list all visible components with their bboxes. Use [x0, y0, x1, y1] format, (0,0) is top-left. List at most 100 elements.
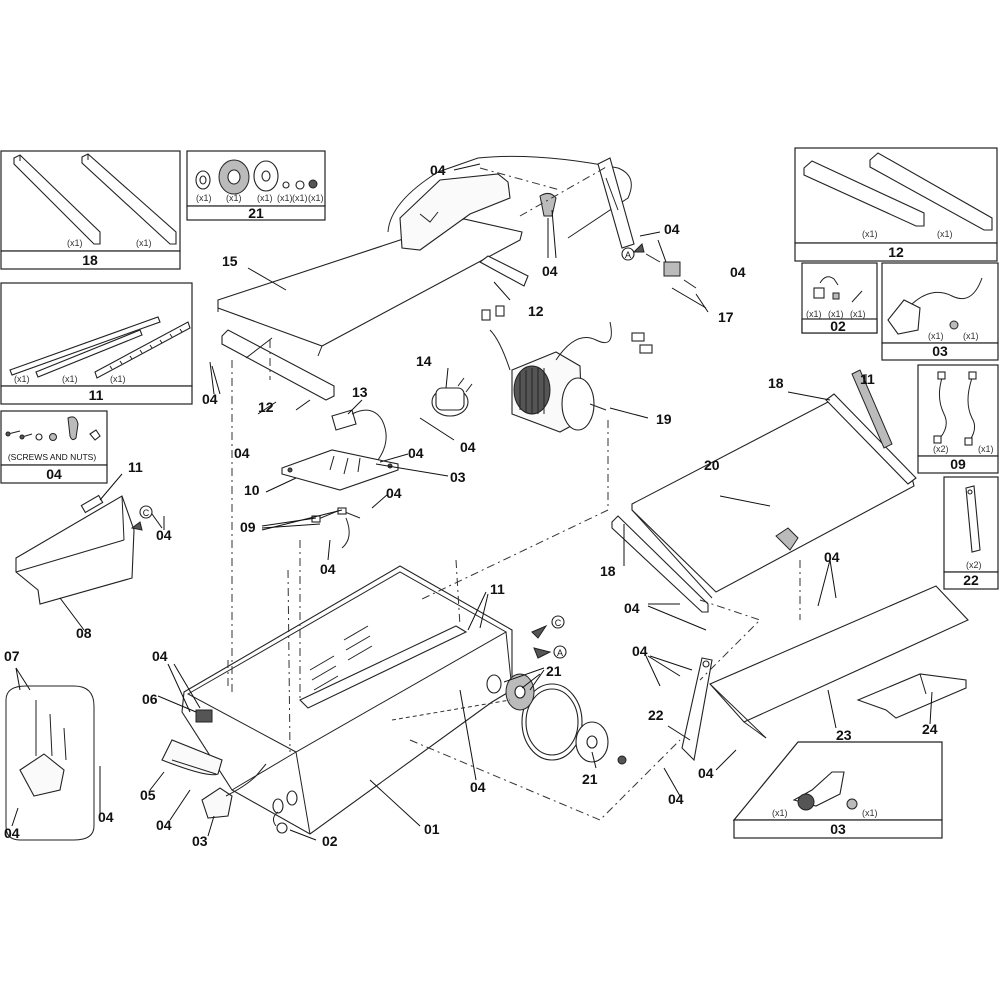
callout-06: 06	[142, 691, 158, 707]
callout-11: 11	[490, 581, 505, 597]
marker-label: C	[143, 508, 150, 518]
box-title-21: 21	[248, 205, 264, 221]
inset-box-09: (x2) (x1) 09	[917, 364, 999, 474]
part-22-bracket	[681, 657, 713, 762]
inset-box-03-top: (x1) (x1) 03	[881, 262, 999, 361]
callout-04: 04	[664, 221, 680, 237]
callout-02: 02	[322, 833, 338, 849]
callout-13: 13	[352, 384, 368, 400]
inset-box-03-bottom: (x1) (x1) 03	[732, 741, 943, 839]
part-23-tray	[709, 585, 969, 739]
part-24-scoop	[856, 673, 967, 719]
callout-15: 15	[222, 253, 238, 269]
callout-04: 04	[156, 817, 172, 833]
box-title-11: 11	[89, 387, 104, 403]
callout-04: 04	[460, 439, 476, 455]
callout-19: 19	[656, 411, 672, 427]
callout-18: 18	[600, 563, 616, 579]
box-title-18: 18	[82, 252, 98, 268]
callout-04: 04	[470, 779, 486, 795]
callout-labels: 15 04 04 04 04 17 12 14 19 04 13 04 12 0…	[4, 162, 938, 849]
callout-04: 04	[386, 485, 402, 501]
callout-05: 05	[140, 787, 156, 803]
part-13-switch	[331, 409, 387, 461]
reference-marker-c-mid: C	[531, 615, 565, 639]
box-title-09: 09	[950, 456, 966, 472]
reference-marker-c-left: C	[130, 505, 153, 531]
box-title-22: 22	[963, 572, 979, 588]
callout-04: 04	[824, 549, 840, 565]
callout-04: 04	[430, 162, 446, 178]
qty-label: (x2)	[933, 444, 949, 454]
part-14-capacitor	[431, 377, 473, 417]
part-20-table	[631, 401, 915, 599]
callout-04: 04	[98, 809, 114, 825]
assembly-lines	[227, 165, 801, 821]
inset-box-21: (x1) (x1) (x1) (x1) (x1) (x1) 21	[186, 150, 326, 221]
qty-label: (x1)	[292, 193, 308, 203]
callout-04: 04	[152, 648, 168, 664]
callout-04: 04	[698, 765, 714, 781]
rail-18-left	[13, 154, 101, 245]
callout-12: 12	[528, 303, 544, 319]
part-05-handle	[161, 739, 223, 776]
callout-18: 18	[768, 375, 784, 391]
callout-04: 04	[668, 791, 684, 807]
box-title-03: 03	[932, 343, 948, 359]
callout-04: 04	[156, 527, 172, 543]
qty-label: (x1)	[67, 238, 83, 248]
box-title-03: 03	[830, 821, 846, 837]
inset-box-18: (x1) (x1) 18	[0, 150, 181, 270]
box-title-04: 04	[46, 466, 62, 482]
callout-23: 23	[836, 727, 852, 743]
qty-label: (x1)	[772, 808, 788, 818]
callout-04: 04	[542, 263, 558, 279]
callout-03: 03	[192, 833, 208, 849]
reference-marker-a-mid: A	[533, 645, 567, 659]
callout-leaders	[11, 163, 933, 841]
marker-label: C	[555, 618, 562, 628]
part-17-handle-assembly	[387, 155, 697, 289]
qty-label: (x2)	[966, 560, 982, 570]
part-03-plug	[201, 763, 267, 819]
box-title-12: 12	[888, 244, 904, 260]
qty-label: (x1)	[978, 444, 994, 454]
qty-label: (x1)	[850, 309, 866, 319]
callout-12: 12	[258, 399, 274, 415]
callout-04: 04	[234, 445, 250, 461]
part-07-tool-set	[5, 685, 95, 841]
callout-04: 04	[202, 391, 218, 407]
callout-01: 01	[424, 821, 440, 837]
callout-22: 22	[648, 707, 664, 723]
callout-04: 04	[320, 561, 336, 577]
part-12-rail	[221, 255, 529, 401]
callout-24: 24	[922, 721, 938, 737]
callout-21: 21	[582, 771, 598, 787]
callout-08: 08	[76, 625, 92, 641]
callout-03: 03	[450, 469, 466, 485]
box-note-04: (SCREWS AND NUTS)	[8, 452, 96, 462]
qty-label: (x1)	[110, 374, 126, 384]
marker-label: A	[557, 648, 563, 658]
part-18-rail	[611, 515, 709, 613]
box-title-02: 02	[830, 318, 846, 334]
qty-label: (x1)	[862, 229, 878, 239]
qty-label: (x1)	[806, 309, 822, 319]
callout-04: 04	[624, 600, 640, 616]
qty-label: (x1)	[62, 374, 78, 384]
callout-14: 14	[416, 353, 432, 369]
callout-17: 17	[718, 309, 734, 325]
callout-20: 20	[704, 457, 720, 473]
qty-label: (x1)	[963, 331, 979, 341]
callout-04: 04	[408, 445, 424, 461]
qty-label: (x1)	[277, 193, 293, 203]
qty-label: (x1)	[196, 193, 212, 203]
callout-09: 09	[240, 519, 256, 535]
callout-11: 11	[128, 459, 143, 475]
qty-label: (x1)	[226, 193, 242, 203]
callout-11: 11	[860, 371, 875, 387]
inset-box-11: (x1) (x1) (x1) 11	[0, 282, 193, 405]
callout-07: 07	[4, 648, 20, 664]
part-10-bracket	[281, 449, 399, 491]
